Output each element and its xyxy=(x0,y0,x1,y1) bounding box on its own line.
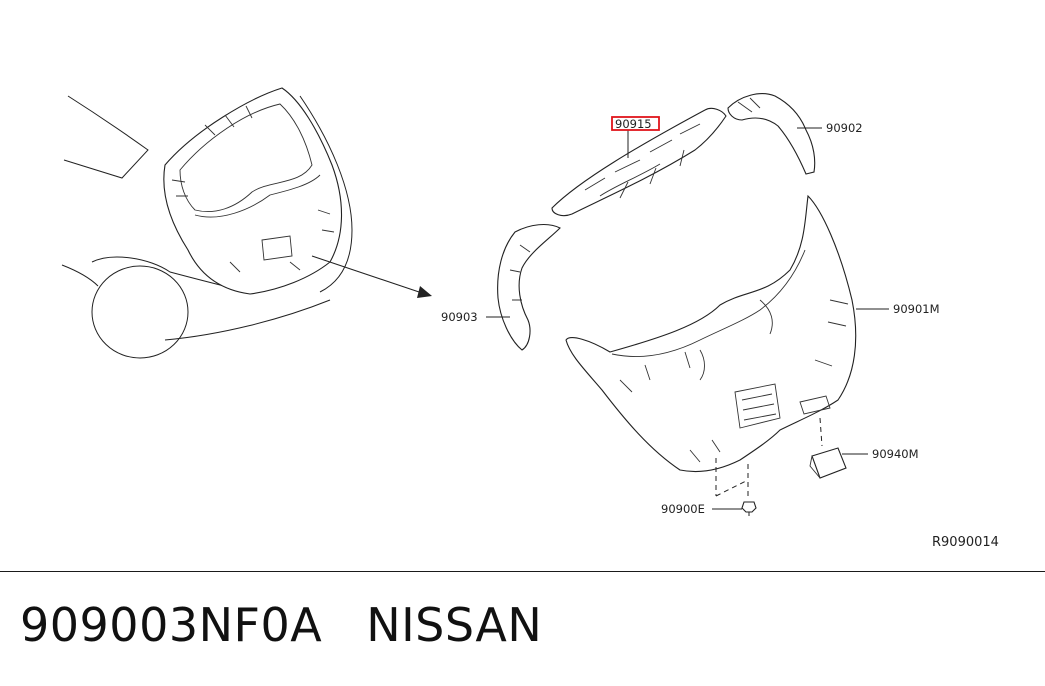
reference-code: R9090014 xyxy=(932,535,999,550)
part-90901M-main-lower-trim xyxy=(565,194,857,473)
divider xyxy=(0,571,1045,572)
callout-arrow xyxy=(311,255,432,298)
callout-90940M: 90940M xyxy=(872,447,919,461)
tailgate-trim-on-vehicle xyxy=(163,87,343,295)
callout-90901M: 90901M xyxy=(893,302,940,316)
highlight-box-90915 xyxy=(611,116,660,131)
part-90940M-pocket xyxy=(809,447,847,479)
leader-lines xyxy=(486,127,889,510)
callout-90903: 90903 xyxy=(441,310,478,324)
part-90900E-clip xyxy=(741,501,757,516)
part-90903-left-side-trim xyxy=(497,223,561,351)
part-90915-upper-trim xyxy=(551,107,727,217)
part-number: 909003NF0A xyxy=(20,598,323,652)
callout-90900E: 90900E xyxy=(661,502,705,516)
part-title: 909003NF0A NISSAN xyxy=(20,598,542,652)
part-90902-right-upper-trim xyxy=(727,93,816,175)
brand-name: NISSAN xyxy=(366,598,543,652)
parts-diagram: 90915 90902 90903 90901M 90940M 90900E R… xyxy=(61,87,999,550)
callout-90902: 90902 xyxy=(826,121,863,135)
install-guide-lines xyxy=(715,417,823,500)
callout-90915: 90915 xyxy=(615,117,652,131)
